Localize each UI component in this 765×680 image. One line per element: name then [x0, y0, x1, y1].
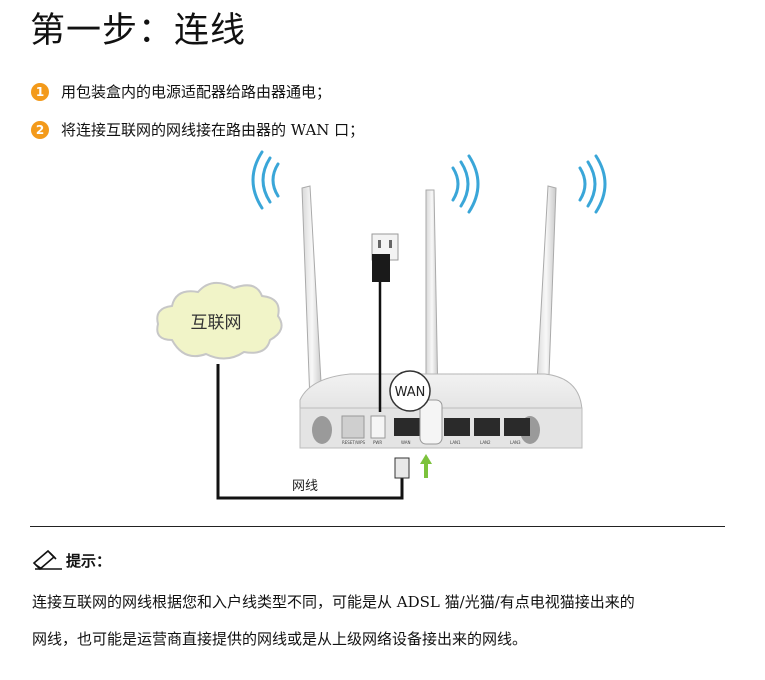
step-1: 1 用包装盒内的电源适配器给路由器通电； — [31, 81, 331, 102]
port-label-lan1: LAN1 — [450, 440, 461, 445]
wifi-signal-icon — [451, 154, 480, 214]
step-text: 将连接互联网的网线接在路由器的 WAN 口； — [61, 121, 365, 139]
wifi-signal-icon — [251, 150, 280, 210]
svg-text:WAN: WAN — [395, 385, 426, 400]
tip-heading: 提示： — [32, 549, 111, 571]
antenna-left — [301, 185, 323, 403]
cable-label: 网线 — [292, 479, 318, 494]
port-label-wan: WAN — [401, 440, 410, 445]
antenna-middle — [425, 189, 439, 401]
tip-text-line-1: 连接互联网的网线根据您和入户线类型不同，可能是从 ADSL 猫/光猫/有点电视猫… — [32, 593, 635, 611]
page-title: 第一步：连线 — [30, 11, 247, 51]
port-label-lan3: LAN3 — [510, 440, 521, 445]
tip-heading-text: 提示： — [66, 551, 112, 570]
step-text: 用包装盒内的电源适配器给路由器通电； — [61, 83, 332, 101]
internet-cloud — [156, 281, 283, 360]
port-label-lan2: LAN2 — [480, 440, 491, 445]
step-2: 2 将连接互联网的网线接在路由器的 WAN 口； — [31, 119, 364, 140]
step-number-badge: 1 — [31, 82, 49, 101]
cloud-label: 互联网 — [191, 313, 242, 333]
rj45-plug — [394, 457, 410, 479]
router-connection-diagram: RESET/WPS PWR WAN LAN1 LAN2 LAN3 WAN 网线 … — [156, 150, 607, 500]
port-label-pwr: PWR — [373, 440, 382, 445]
antenna-right — [535, 185, 557, 403]
up-arrow-icon — [420, 454, 432, 478]
tip-text-line-2: 网线，也可能是运营商直接提供的网线或是从上级网络设备接出来的网线。 — [32, 630, 528, 648]
wan-callout: WAN — [389, 370, 443, 445]
port-label-reset: RESET/WPS — [342, 440, 366, 445]
step-number-badge: 2 — [31, 120, 49, 139]
pencil-note-icon — [32, 549, 62, 571]
ethernet-cable — [216, 364, 404, 500]
divider — [30, 526, 725, 527]
power-adapter — [372, 254, 390, 282]
wifi-signal-icon — [578, 154, 607, 214]
